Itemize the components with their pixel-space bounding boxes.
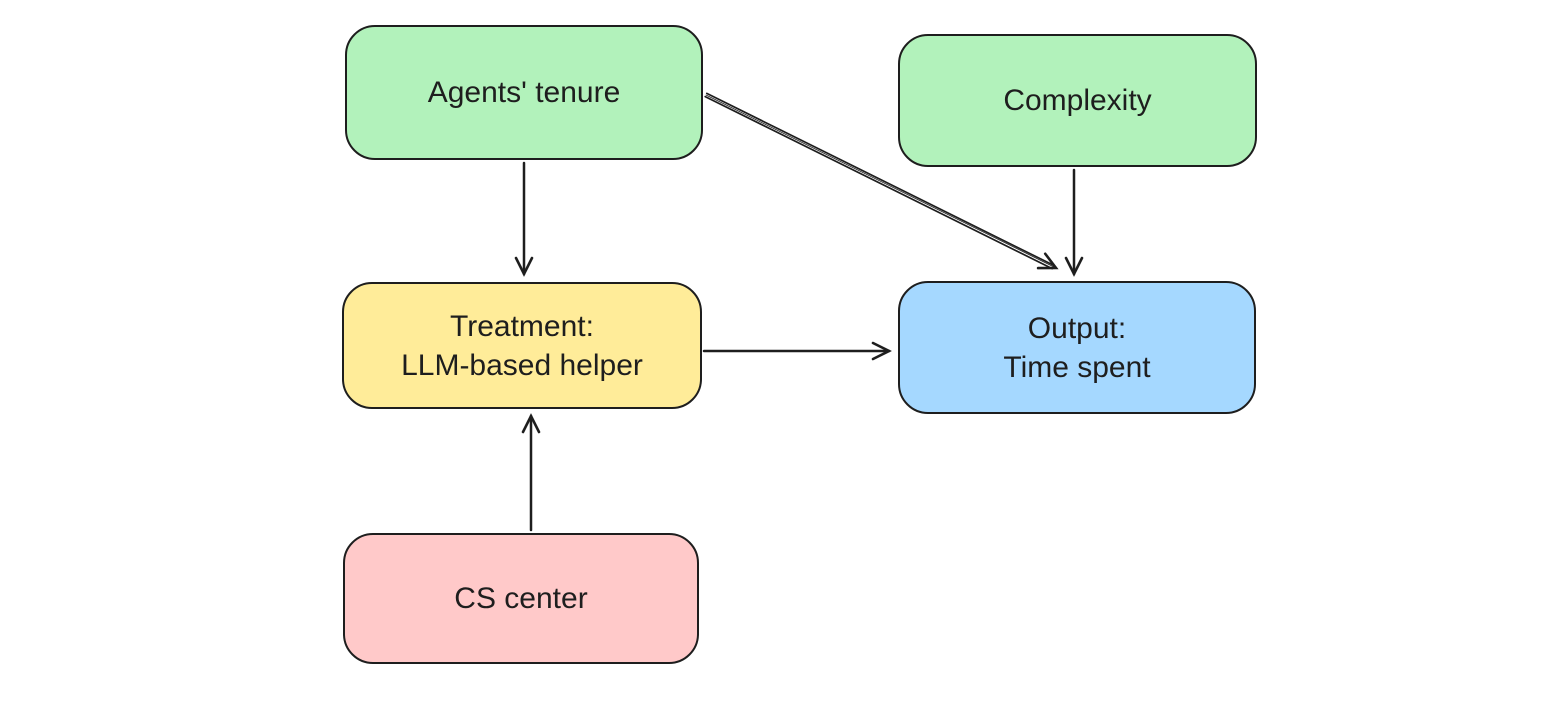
node-complexity: Complexity (898, 34, 1257, 167)
node-output: Output: Time spent (898, 281, 1256, 414)
node-output-label: Output: Time spent (1003, 311, 1151, 384)
node-treatment: Treatment: LLM-based helper (342, 282, 702, 409)
node-agents-tenure: Agents' tenure (345, 25, 703, 160)
node-cs-center-label: CS center (454, 582, 588, 615)
node-treatment-label: Treatment: LLM-based helper (401, 309, 643, 382)
node-agents-tenure-label: Agents' tenure (427, 76, 621, 109)
node-cs-center: CS center (343, 533, 699, 664)
node-complexity-label: Complexity (1003, 84, 1152, 117)
